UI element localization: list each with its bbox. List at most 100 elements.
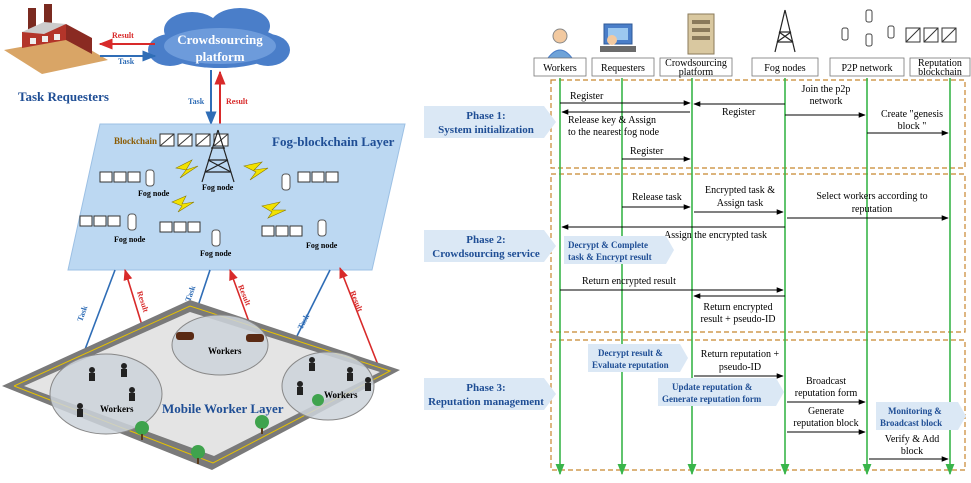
phase2-title: Phase 2: bbox=[466, 234, 505, 246]
msg-release-key-line2: to the nearest fog node bbox=[568, 127, 660, 138]
action-decrypt-complete-tag bbox=[564, 236, 674, 264]
blockchain-label: Blockchain bbox=[114, 136, 157, 146]
msg-release-task-label: Release task bbox=[632, 192, 682, 203]
fog-node-label-center: Fog node bbox=[202, 183, 234, 192]
workers-label-right: Workers bbox=[324, 390, 358, 400]
action-decrypt-evaluate-line1: Decrypt result & bbox=[598, 348, 663, 358]
server-icon bbox=[687, 13, 715, 55]
msg-broadcast-line2: reputation form bbox=[795, 388, 858, 399]
fog-layer-title: Fog-blockchain Layer bbox=[272, 134, 395, 149]
task-label-top: Task bbox=[118, 57, 135, 66]
msg-return-encrypted-pseudo-line2: result + pseudo-ID bbox=[700, 314, 775, 325]
reputation-chain-icon bbox=[905, 27, 957, 43]
participant-p2p: P2P network bbox=[841, 63, 892, 74]
phase1-tag bbox=[424, 106, 556, 138]
participant-blockchain-line1: Reputation bbox=[918, 58, 962, 69]
participant-box-platform bbox=[659, 57, 733, 77]
msg-return-reputation-line1: Return reputation + bbox=[701, 349, 780, 360]
msg-broadcast-line1: Broadcast bbox=[806, 376, 846, 387]
action-update-reputation-tag bbox=[658, 378, 784, 406]
phase3-title: Phase 3: bbox=[466, 382, 505, 394]
city-ground bbox=[24, 312, 380, 456]
task-label-mid: Task bbox=[188, 97, 205, 106]
lightning-icons bbox=[171, 159, 287, 219]
msg-return-reputation-line2: pseudo-ID bbox=[719, 362, 761, 373]
task-label-right: Task bbox=[296, 312, 312, 331]
fog-node-label-bottom: Fog node bbox=[200, 249, 232, 258]
cloud-icon bbox=[148, 8, 290, 68]
action-decrypt-complete-line2: task & Encrypt result bbox=[568, 252, 652, 262]
msg-join-p2p-line2: network bbox=[810, 96, 843, 107]
participant-blockchain-line2: blockchain bbox=[918, 67, 962, 78]
participant-box-p2p bbox=[829, 57, 905, 77]
fog-chain-icons bbox=[79, 171, 339, 237]
msg-register-fog-label: Register bbox=[722, 107, 756, 118]
participant-fog: Fog nodes bbox=[764, 63, 806, 74]
result-label-top: Result bbox=[112, 31, 134, 40]
msg-verify-add-line1: Verify & Add bbox=[885, 434, 939, 445]
msg-select-workers-line2: reputation bbox=[852, 204, 893, 215]
action-decrypt-evaluate-line2: Evaluate reputation bbox=[592, 360, 669, 370]
phase3-tag bbox=[424, 378, 556, 410]
cloud-title-line1: Crowdsourcing bbox=[177, 32, 263, 47]
participant-box-requesters bbox=[591, 57, 655, 77]
cloud-title-line2: platform bbox=[195, 49, 244, 64]
participant-box-workers bbox=[533, 57, 587, 77]
msg-assign-encrypted-label: Assign the encrypted task bbox=[664, 230, 767, 241]
phase3-subtitle: Reputation management bbox=[428, 396, 544, 408]
left-architecture: Task Requesters Crowdsourcing platform R… bbox=[2, 4, 406, 470]
road-line bbox=[13, 305, 392, 464]
sequence-diagram: Workers Requesters Crowdsourcing platfor… bbox=[424, 9, 971, 476]
workers-label-left: Workers bbox=[100, 404, 134, 414]
fog-node-label-bottomleft: Fog node bbox=[114, 235, 146, 244]
cell-tower-icon bbox=[201, 129, 235, 183]
participant-requesters: Requesters bbox=[601, 63, 645, 74]
phase2-box bbox=[550, 173, 966, 333]
action-update-reputation-line1: Update reputation & bbox=[672, 382, 753, 392]
phase1-subtitle: System initialization bbox=[438, 124, 534, 136]
action-monitoring-line1: Monitoring & bbox=[888, 406, 942, 416]
msg-join-p2p-line1: Join the p2p bbox=[802, 84, 851, 95]
tree-icons bbox=[135, 394, 324, 464]
msg-generate-block-line2: reputation block bbox=[793, 418, 858, 429]
participant-platform-line1: Crowdsourcing bbox=[665, 58, 727, 69]
msg-encrypted-task-line1: Encrypted task & bbox=[705, 185, 775, 196]
task-label-left: Task bbox=[75, 304, 89, 323]
msg-register-workers-label: Register bbox=[570, 91, 604, 102]
fog-tower-icon bbox=[774, 9, 796, 53]
action-monitoring-line2: Broadcast block bbox=[880, 418, 942, 428]
msg-return-encrypted-label: Return encrypted result bbox=[582, 276, 676, 287]
participant-box-fog bbox=[751, 57, 819, 77]
action-decrypt-complete-line1: Decrypt & Complete bbox=[568, 240, 648, 250]
fog-node-label-left: Fog node bbox=[138, 189, 170, 198]
worker-figures bbox=[77, 357, 371, 417]
msg-generate-block-line1: Generate bbox=[808, 406, 845, 417]
action-update-reputation-line2: Generate reputation form bbox=[662, 394, 762, 404]
task-label-center: Task bbox=[183, 284, 197, 303]
workers-circle-right bbox=[281, 351, 375, 421]
workers-circle-center bbox=[171, 314, 269, 376]
msg-release-key-line1: Release key & Assign bbox=[568, 115, 656, 126]
msg-return-encrypted-pseudo-line1: Return encrypted bbox=[703, 302, 772, 313]
p2p-nodes-icon bbox=[841, 9, 895, 47]
msg-verify-add-line2: block bbox=[901, 446, 923, 457]
result-label-mid: Result bbox=[226, 97, 248, 106]
factory-icon bbox=[4, 4, 108, 74]
mobile-layer-title: Mobile Worker Layer bbox=[162, 401, 284, 416]
msg-genesis-line1: Create "genesis bbox=[881, 109, 943, 120]
task-requesters-label: Task Requesters bbox=[18, 89, 109, 104]
participant-platform-line2: platform bbox=[679, 67, 714, 78]
fog-node-label-right: Fog node bbox=[306, 241, 338, 250]
msg-select-workers-line1: Select workers according to bbox=[816, 191, 927, 202]
result-label-right: Result bbox=[348, 289, 365, 313]
workers-label-center: Workers bbox=[208, 346, 242, 356]
participant-workers: Workers bbox=[543, 63, 577, 74]
car-icons bbox=[176, 332, 264, 342]
action-decrypt-evaluate-tag bbox=[588, 344, 688, 372]
phase1-title: Phase 1: bbox=[466, 110, 505, 122]
participant-box-blockchain bbox=[909, 57, 971, 77]
requester-computer-icon bbox=[600, 23, 636, 52]
worker-avatar-icon bbox=[546, 28, 574, 59]
msg-encrypted-task-line2: Assign task bbox=[717, 198, 763, 209]
